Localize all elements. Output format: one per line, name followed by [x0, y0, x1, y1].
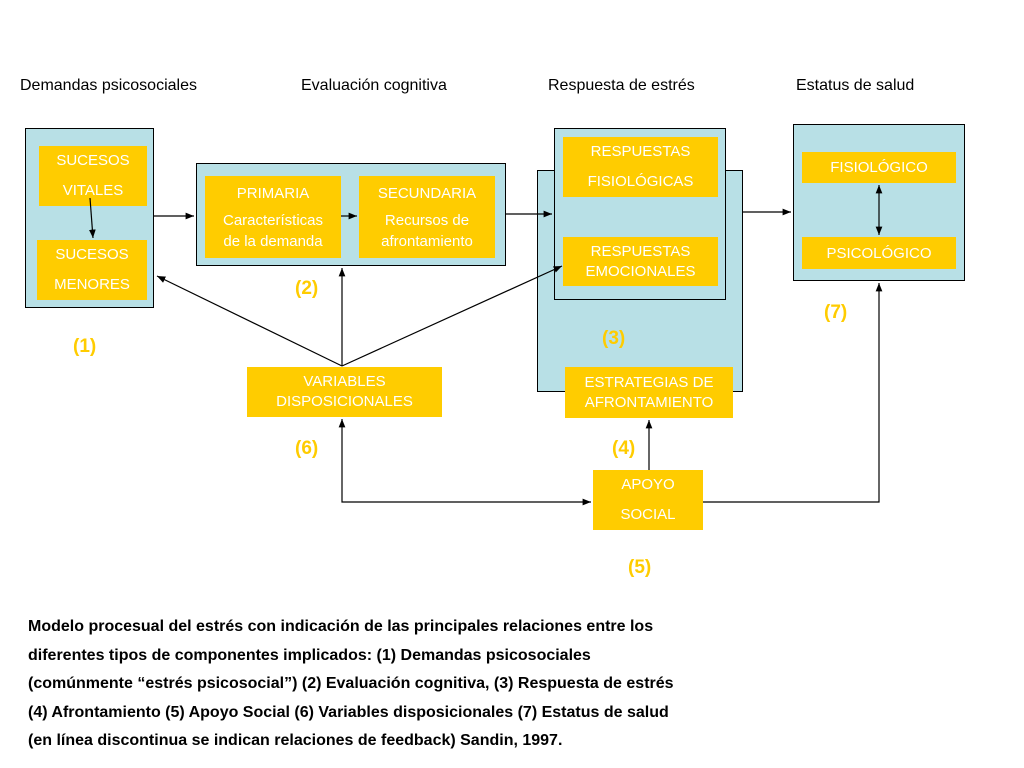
header-respuesta: Respuesta de estrés — [548, 77, 695, 94]
box-fisiologico: FISIOLÓGICO — [802, 152, 956, 183]
number-6: (6) — [295, 438, 319, 459]
arrow-variables-demandas — [156, 275, 343, 367]
arrow-apoyo-estatus — [703, 283, 883, 503]
box-apoyo-social: APOYO SOCIAL — [593, 470, 703, 530]
arrow-vitales-menores — [89, 197, 96, 239]
header-estatus: Estatus de salud — [796, 77, 915, 94]
box-sucesos-menores-line2: MENORES — [54, 276, 130, 293]
box-variables-line2: DISPOSICIONALES — [276, 393, 413, 410]
number-5: (5) — [628, 557, 652, 578]
box-apoyo-line1: APOYO — [621, 476, 675, 493]
box-variables-disposicionales: VARIABLES DISPOSICIONALES — [247, 367, 442, 417]
caption-line-1: Modelo procesual del estrés con indicaci… — [28, 618, 654, 635]
box-secundaria-title: SECUNDARIA — [377, 184, 477, 202]
caption-line-2: diferentes tipos de componentes implicad… — [28, 646, 591, 664]
box-secundaria-line3: afrontamiento — [381, 232, 473, 250]
box-resp-fisio-line1: RESPUESTAS — [590, 143, 691, 160]
caption-line-3: (comúnmente “estrés psicosocial”) (2) Ev… — [28, 675, 674, 692]
number-2: (2) — [295, 278, 319, 299]
box-estrategias-line2: AFRONTAMIENTO — [584, 393, 714, 411]
arrow-variables-respuesta — [341, 265, 563, 367]
number-7: (7) — [824, 302, 848, 323]
box-primaria: PRIMARIA Características de la demanda — [205, 176, 341, 258]
box-estrategias-afrontamiento: ESTRATEGIAS DE AFRONTAMIENTO — [565, 367, 733, 418]
number-1: (1) — [73, 336, 97, 357]
box-sucesos-vitales: SUCESOS VITALES — [39, 146, 147, 206]
box-sucesos-menores-line1: SUCESOS — [55, 246, 129, 263]
number-3: (3) — [602, 328, 626, 349]
caption-line-4: (4) Afrontamiento (5) Apoyo Social (6) V… — [28, 703, 669, 721]
box-apoyo-line2: SOCIAL — [620, 506, 676, 523]
caption-line-5: (en línea discontinua se indican relacio… — [28, 732, 563, 749]
box-psicologico: PSICOLÓGICO — [802, 237, 956, 269]
box-variables-line1: VARIABLES — [303, 373, 386, 390]
caption: Modelo procesual del estrés con indicaci… — [28, 613, 858, 756]
box-respuestas-fisiologicas: RESPUESTAS FISIOLÓGICAS — [563, 137, 718, 197]
box-primaria-line3: de la demanda — [223, 232, 323, 250]
box-primaria-line2: Características — [222, 211, 324, 229]
arrow-variables-apoyo — [338, 419, 591, 506]
box-secundaria: SECUNDARIA Recursos de afrontamiento — [359, 176, 495, 258]
box-resp-emoc-line1: RESPUESTAS — [590, 242, 691, 260]
box-sucesos-menores: SUCESOS MENORES — [37, 240, 147, 300]
box-primaria-title: PRIMARIA — [236, 184, 310, 202]
header-evaluacion: Evaluación cognitiva — [301, 77, 447, 94]
box-resp-emoc-line2: EMOCIONALES — [585, 262, 696, 280]
box-secundaria-line2: Recursos de — [384, 211, 470, 229]
header-demandas: Demandas psicosociales — [20, 77, 197, 94]
box-sucesos-vitales-line2: VITALES — [62, 182, 124, 199]
box-respuestas-emocionales: RESPUESTAS EMOCIONALES — [563, 237, 718, 286]
number-4: (4) — [612, 438, 636, 459]
box-estrategias-line1: ESTRATEGIAS DE — [584, 373, 714, 391]
box-sucesos-vitales-line1: SUCESOS — [56, 152, 130, 169]
box-resp-fisio-line2: FISIOLÓGICAS — [587, 173, 694, 190]
